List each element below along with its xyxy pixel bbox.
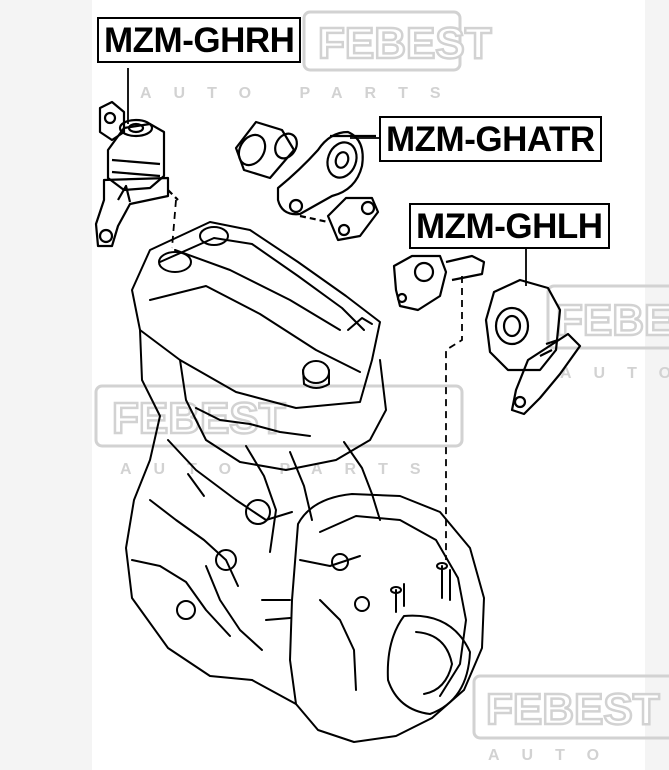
torque-rod-part <box>234 120 380 242</box>
watermark-sub-2: AUTO PARTS <box>120 461 443 478</box>
watermark-brand-4: FEBEST <box>486 685 660 734</box>
watermark-top: FEBEST AUTO PARTS <box>140 10 493 102</box>
watermark-mid-left: FEBEST AUTO PARTS <box>94 384 464 478</box>
watermark-sub-3: AUTO <box>560 365 669 382</box>
callout-right-mount: MZM-GHRH <box>97 17 302 63</box>
leader-lines <box>127 68 527 560</box>
watermark-brand-2: FEBEST <box>112 394 286 443</box>
watermark-layer: FEBEST AUTO PARTS FEBEST AUTO PARTS FEBE… <box>94 10 669 764</box>
dash-right-mount-to-engine <box>171 199 177 249</box>
watermark-sub-1: AUTO PARTS <box>140 85 463 102</box>
dash-left-bracket-to-transmission <box>445 276 463 560</box>
watermark-sub-4: AUTO <box>488 747 621 764</box>
watermark-brand-3: FEBEST <box>556 296 669 345</box>
watermark-bottom: FEBEST AUTO <box>472 674 669 764</box>
callout-left-mount: MZM-GHLH <box>409 203 610 249</box>
engine-block-drawing <box>125 221 485 743</box>
watermark-brand-1: FEBEST <box>318 19 492 68</box>
right-mount-part <box>94 100 179 248</box>
callout-left-mount-label: MZM-GHLH <box>416 207 603 246</box>
watermark-mid-right: FEBEST AUTO <box>546 284 669 382</box>
left-mount-bracket-part <box>392 254 486 312</box>
callout-torque-rod-label: MZM-GHATR <box>386 120 595 159</box>
left-mount-part <box>484 278 582 416</box>
callout-torque-rod: MZM-GHATR <box>379 116 602 162</box>
right-margin-band <box>645 0 669 770</box>
left-margin-band <box>0 0 92 770</box>
callout-right-mount-label: MZM-GHRH <box>104 21 295 60</box>
